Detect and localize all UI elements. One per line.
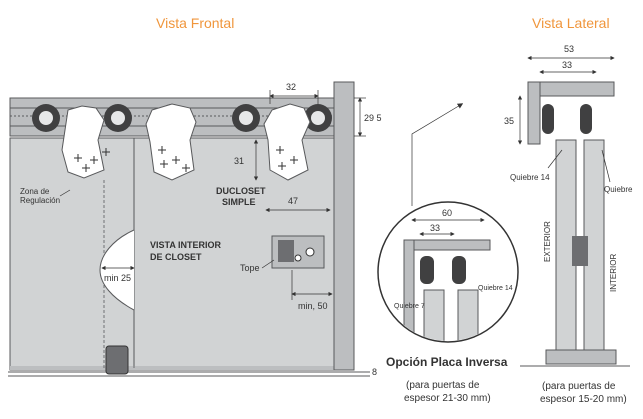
inverse-caption-1: (para puertas de [406, 380, 480, 391]
front-view-title: Vista Frontal [156, 15, 234, 31]
tope-leader [261, 259, 275, 269]
label-interior-side: INTERIOR [609, 254, 618, 292]
inverse-option-title: Opción Placa Inversa [386, 355, 508, 369]
label-interior-1: VISTA INTERIOR [150, 240, 222, 250]
label-zona-1: Zona de [20, 187, 50, 196]
side-wheel [542, 104, 554, 134]
detail-circle [377, 201, 519, 343]
label-quiebre14-inv: Quiebre 14 [478, 285, 513, 292]
side-caption-2: espesor 15-20 mm) [540, 394, 627, 405]
label-quiebre7: Quiebre 7 [394, 303, 425, 310]
label-dim-8: 8 [372, 367, 377, 377]
label-zona-2: Regulación [20, 196, 60, 205]
side-wheel [580, 104, 592, 134]
label-dim-29-5: 29 5 [364, 113, 382, 123]
zona-leader [59, 189, 71, 197]
adjustment-screws [74, 146, 298, 172]
side-caption-1: (para puertas de [542, 381, 616, 392]
hanger-plate [61, 105, 105, 179]
label-dim-35: 35 [504, 116, 514, 126]
hanger-plate [263, 103, 311, 181]
door-stop [271, 235, 325, 269]
side-column [333, 81, 355, 371]
bottom-guide [105, 345, 129, 375]
label-dim-32: 32 [286, 82, 296, 92]
front-view [8, 81, 370, 377]
label-dim-31: 31 [234, 156, 244, 166]
quiebre14-leader [547, 149, 563, 169]
label-dim-33-inv: 33 [430, 223, 440, 233]
label-interior-2: DE CLOSET [150, 252, 202, 262]
detail-arrow [411, 103, 464, 206]
inverse-caption-2: espesor 21-30 mm) [404, 393, 491, 404]
label-quiebre-side: Quiebre [604, 185, 633, 194]
label-dim-min50: min, 50 [298, 301, 328, 311]
hanger-plates [61, 103, 311, 181]
top-profile [527, 81, 615, 97]
quiebre-leader [601, 149, 611, 183]
inverse-option-detail [377, 103, 519, 343]
label-exterior: EXTERIOR [543, 221, 552, 262]
label-dim-min25: min 25 [104, 273, 131, 283]
hanger-plate [145, 103, 197, 181]
label-dim-47: 47 [288, 196, 298, 206]
side-view [517, 55, 630, 367]
label-tope: Tope [240, 263, 260, 273]
label-dim-60: 60 [442, 208, 452, 218]
side-view-title: Vista Lateral [532, 15, 610, 31]
label-ducloset-1: DUCLOSET [216, 186, 266, 196]
bottom-track [545, 349, 617, 365]
door-bottom-strip [10, 366, 334, 370]
label-quiebre14-side: Quiebre 14 [510, 173, 550, 182]
label-dim-33-side: 33 [562, 60, 572, 70]
label-ducloset-2: SIMPLE [222, 197, 256, 207]
label-dim-53: 53 [564, 44, 574, 54]
center-guide [572, 236, 588, 266]
